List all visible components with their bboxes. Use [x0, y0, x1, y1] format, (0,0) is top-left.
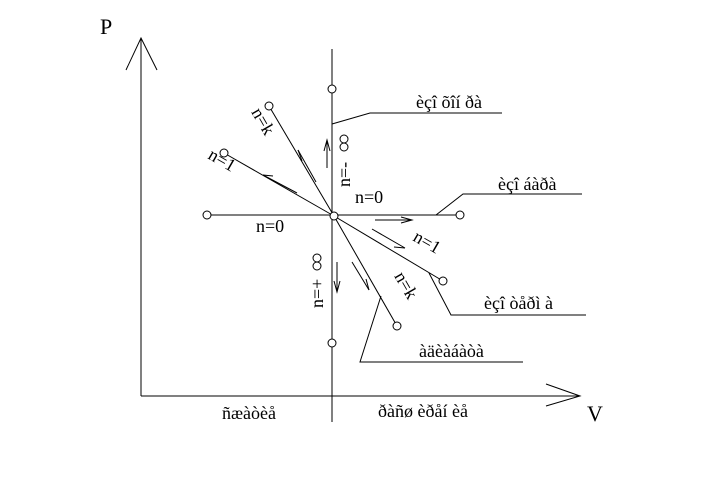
adiabat-lower-point	[392, 321, 402, 331]
isobar-right-point	[455, 210, 465, 220]
adiabat-upper-point	[264, 101, 274, 111]
isotherm-upper-line	[223, 152, 335, 217]
label-n-1-lower: n=1	[410, 226, 444, 257]
isotherm-leader	[428, 272, 586, 316]
arrow-isotherm-down-shaft	[371, 228, 406, 249]
minus-infinity-loop-top	[339, 134, 349, 144]
callout-leaders	[331, 112, 586, 363]
isobar-leader	[435, 193, 582, 216]
arrow-adiabat-up-shaft	[297, 149, 317, 183]
adiabat-leader	[359, 295, 523, 363]
plus-infinity-symbol	[312, 253, 322, 271]
process-labels: n=k n=1 n=- n=0 n=0 n=1 n=+ n=k	[205, 104, 444, 308]
direction-arrows	[262, 138, 414, 294]
label-n-minus-inf: n=-	[334, 162, 354, 187]
arrow-down-head	[333, 280, 341, 294]
isotherm-callout: èçî òåðì à	[484, 293, 553, 313]
isobar-callout: èçî áàðà	[498, 174, 556, 194]
label-n-plus-inf: n=+	[307, 279, 327, 308]
isochore-callout: èçî õîí ðà	[416, 92, 482, 112]
label-n-0-right: n=0	[355, 187, 383, 207]
isochore-bottom-point	[327, 338, 337, 348]
arrow-adiabat-down-head	[365, 278, 370, 291]
axes: P V	[100, 14, 603, 426]
v-axis-label: V	[587, 401, 603, 426]
minus-infinity-loop-bottom	[339, 142, 349, 152]
arrow-right-head	[400, 216, 414, 224]
v-axis-arrowhead	[545, 383, 582, 407]
isochore-top-point	[327, 84, 337, 94]
isotherm-lower-point	[438, 276, 448, 286]
minus-infinity-symbol	[339, 134, 349, 152]
isotherm-upper-point	[219, 148, 229, 158]
isobar-left-point	[202, 210, 212, 220]
arrow-isotherm-up-shaft	[262, 174, 298, 194]
label-n-k-upper: n=k	[248, 104, 279, 138]
p-axis-label: P	[100, 14, 112, 39]
adiabat-callout: àäèàáàòà	[419, 341, 484, 361]
plus-infinity-loop-top	[312, 253, 322, 263]
arrow-adiabat-down-shaft	[351, 261, 370, 291]
isochore-leader	[331, 112, 502, 125]
isotherm-lower-line	[333, 215, 444, 282]
arrow-isotherm-up-head	[262, 174, 274, 177]
compression-label: ñæàòèå	[222, 403, 276, 423]
label-n-0-left: n=0	[256, 216, 284, 236]
origin-point	[329, 211, 339, 221]
expansion-label: ðàñø èðåí èå	[378, 401, 468, 421]
arrow-adiabat-up-head	[297, 149, 303, 162]
region-labels: ñæàòèå ðàñø èðåí èå	[222, 401, 468, 423]
callout-texts: èçî õîí ðà èçî áàðà èçî òåðì à àäèàáàòà	[416, 92, 556, 361]
arrow-isotherm-down-head	[393, 246, 406, 249]
label-n-k-lower: n=k	[391, 268, 422, 302]
adiabat-lower-line	[333, 215, 398, 327]
plus-infinity-loop-bottom	[312, 261, 322, 271]
arrow-up-head	[323, 138, 331, 152]
p-axis-arrowhead	[125, 36, 158, 71]
state-points	[202, 84, 465, 348]
label-n-1-upper: n=1	[205, 144, 239, 175]
